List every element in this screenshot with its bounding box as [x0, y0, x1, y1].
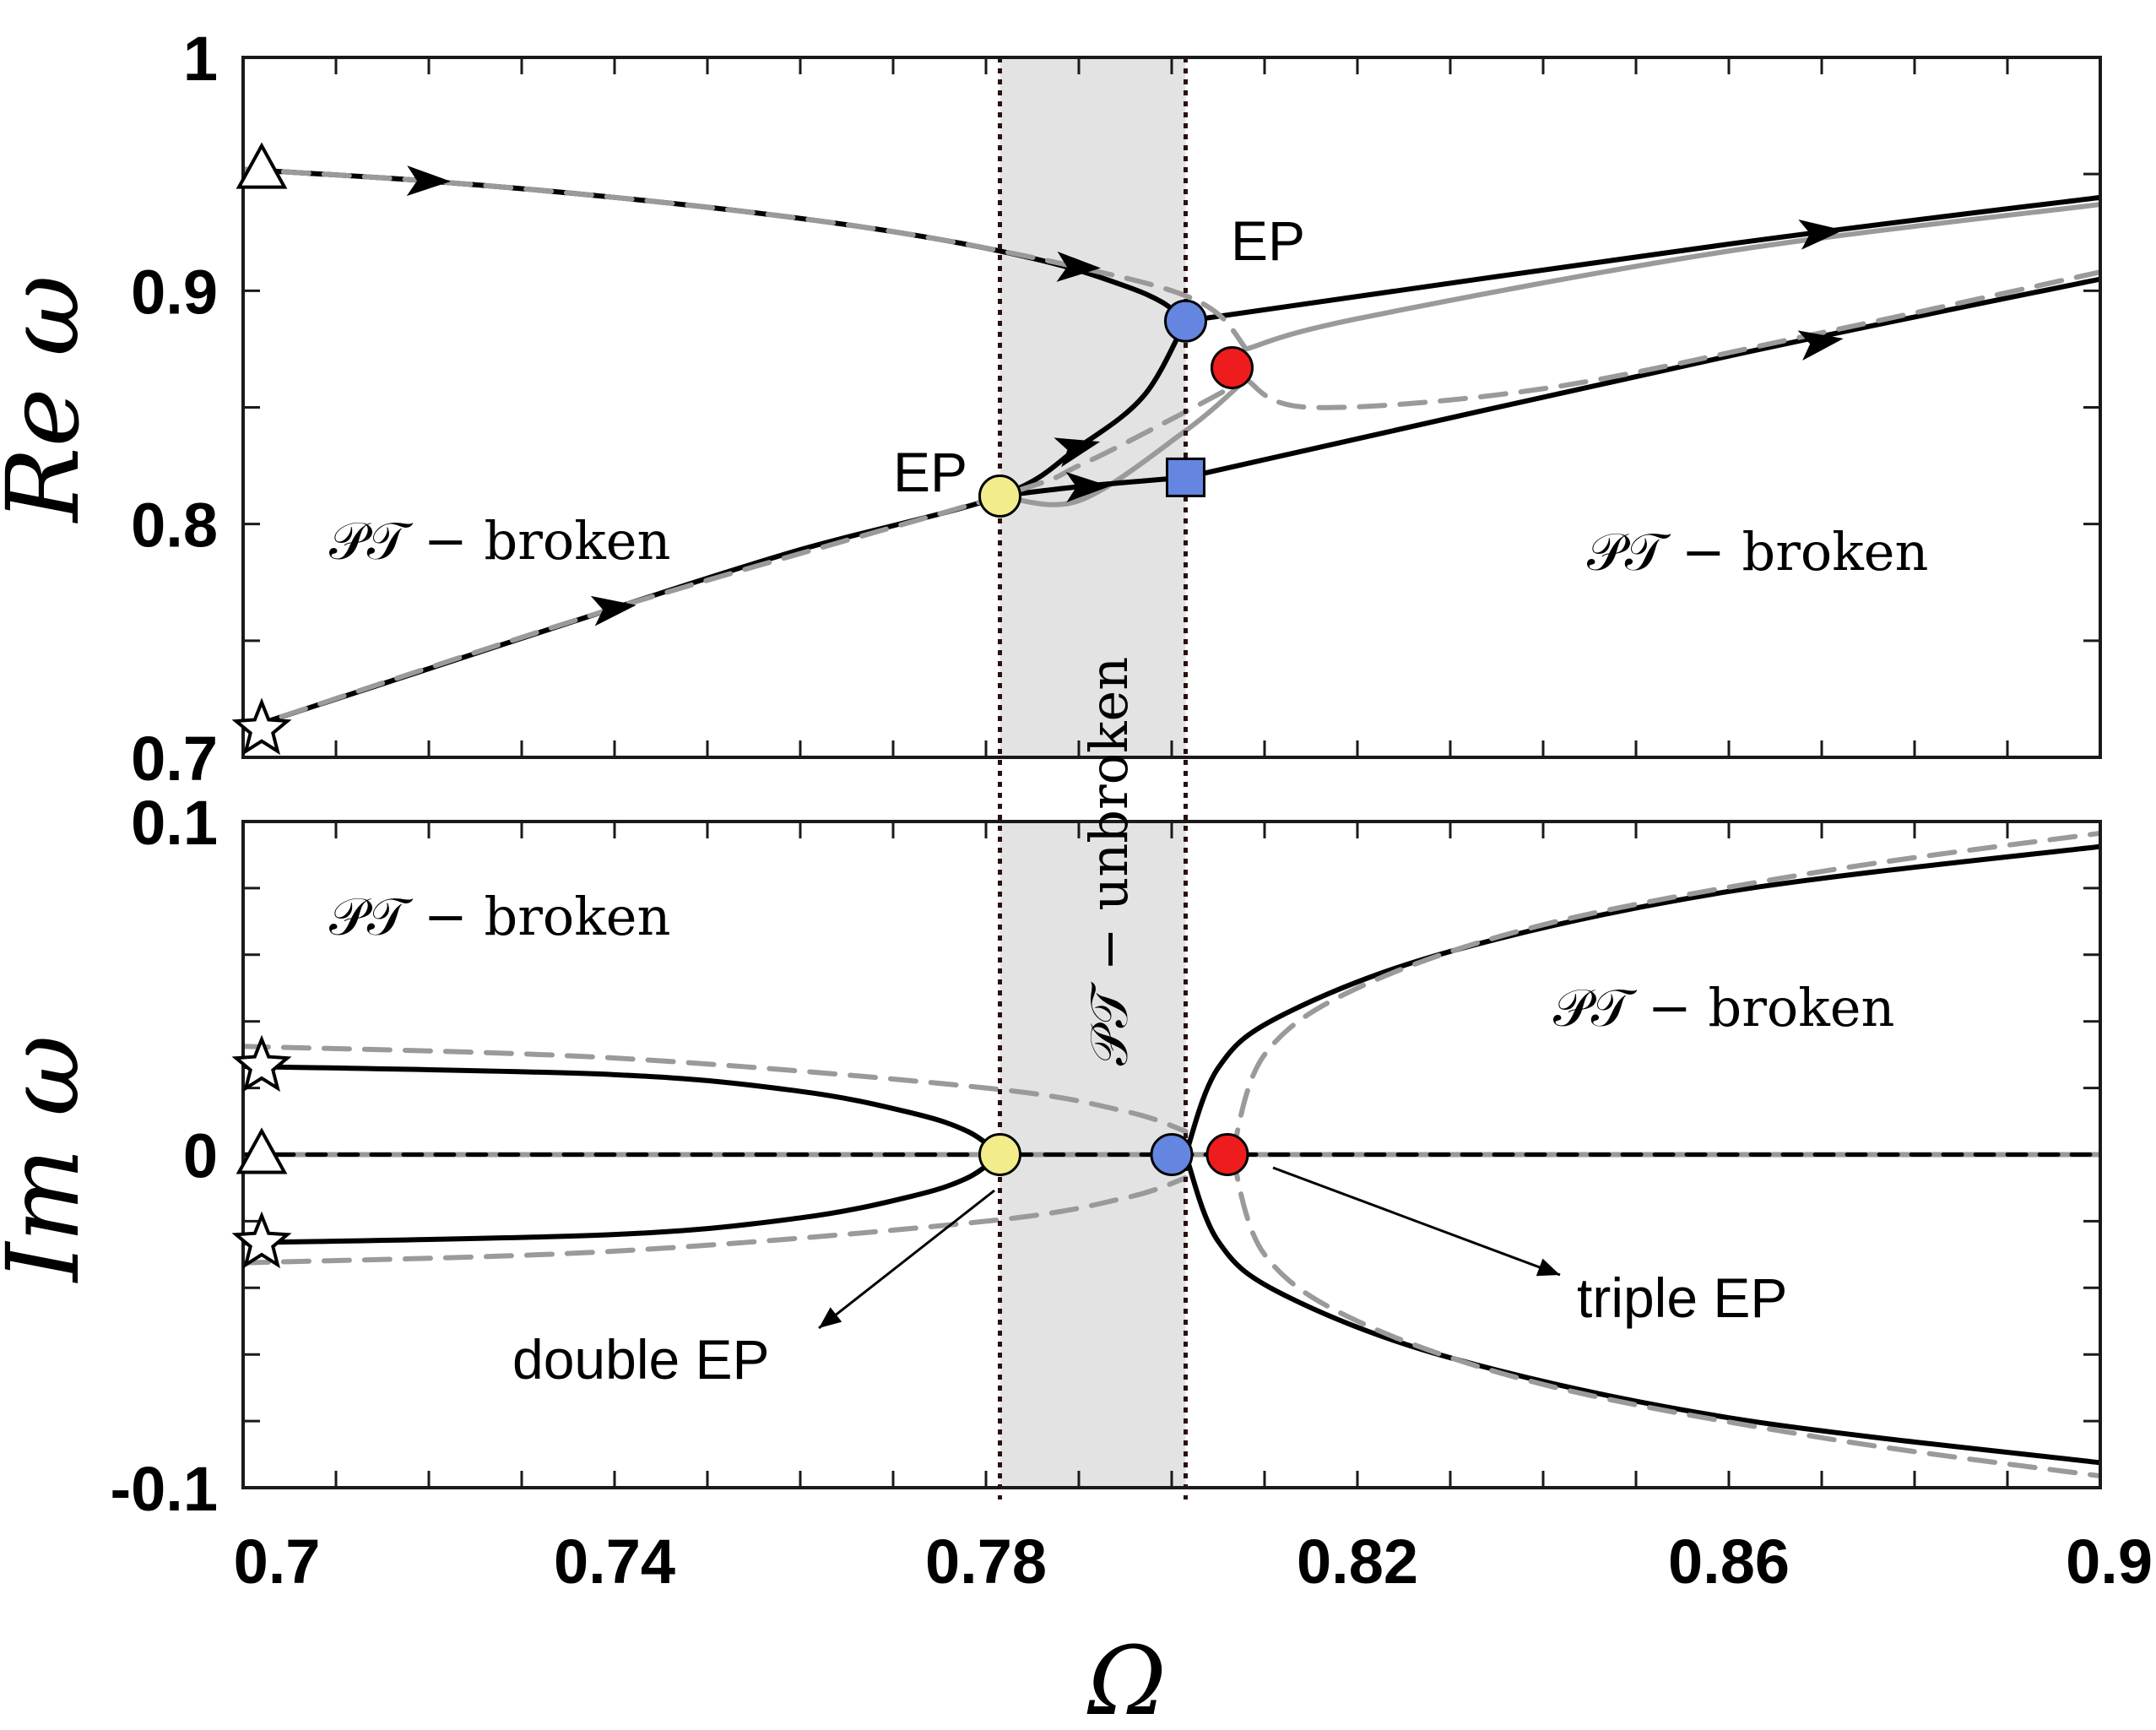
y-tick-label: 0.7 — [131, 724, 218, 794]
top-right-region-label: 𝒫𝒯 − broken — [1587, 521, 1928, 583]
series-line-black-solid — [1183, 276, 2100, 480]
flow-arrow — [1054, 437, 1101, 468]
flow-arrow — [1797, 330, 1844, 361]
series-line-black-solid — [243, 1152, 1003, 1246]
top-panel-frame — [241, 56, 2102, 759]
triangle-marker — [236, 1127, 288, 1174]
y-tick-label: -0.1 — [110, 1454, 218, 1524]
bottom-right-region-label: 𝒫𝒯 − broken — [1553, 977, 1894, 1039]
series-line-gray-dashed — [243, 166, 1249, 352]
series-line-black-solid — [1183, 194, 2100, 324]
series-line-black-solid — [1183, 1152, 2100, 1466]
y-tick-label: 0.1 — [131, 788, 218, 858]
flow-arrows — [406, 165, 1844, 626]
series-line-gray-dashed — [243, 1175, 1189, 1266]
ep-label-lower: EP — [893, 441, 967, 503]
star-marker — [231, 1211, 292, 1269]
top-left-region-label: 𝒫𝒯 − broken — [329, 510, 670, 572]
series-line-black-solid — [243, 318, 1189, 732]
double-ep-arrow — [818, 1189, 995, 1330]
star-marker — [231, 697, 292, 756]
double-ep-arrow-head — [819, 1307, 842, 1328]
ep-label-upper: EP — [1231, 209, 1305, 272]
x-tick-label: 0.86 — [1668, 1527, 1790, 1597]
y-tick-label: 1 — [183, 24, 218, 94]
x-tick-label: 0.74 — [554, 1527, 675, 1597]
ep-marker — [1205, 1133, 1249, 1176]
series-line-gray-dashed — [243, 1044, 1189, 1134]
flow-arrow — [590, 595, 637, 626]
annotation-arrows — [818, 1166, 1561, 1330]
triangle-marker — [236, 142, 288, 189]
x-tick-label: 0.7 — [234, 1527, 321, 1597]
flow-arrow — [1065, 471, 1110, 502]
triple-ep-arrow-head — [1536, 1258, 1560, 1277]
ep-marker — [978, 1133, 1021, 1176]
series-line-gray-dashed — [1229, 1152, 2100, 1479]
unbroken-region-label: 𝒫𝒯 − unbroken — [1078, 657, 1140, 1066]
series-line-gray-dashed — [243, 377, 1249, 732]
ep-marker — [978, 475, 1021, 518]
series-line-gray-dashed — [1229, 830, 2100, 1158]
double-ep-label: double EP — [512, 1328, 770, 1391]
x-axis-label: Ω — [1086, 1627, 1167, 1730]
bottom-panel-frame — [241, 820, 2102, 1489]
series-line-gray-dashed — [1243, 269, 2100, 410]
x-tick-label: 0.82 — [1297, 1527, 1418, 1597]
unbroken-band-top — [999, 57, 1186, 757]
series-line-black-solid — [243, 1063, 1003, 1158]
series-line-gray-solid — [1243, 202, 2100, 352]
top-panel-series — [243, 166, 2100, 732]
flow-arrow — [1798, 219, 1844, 250]
series-line-black-solid — [1183, 843, 2100, 1158]
markers — [231, 142, 1254, 1269]
x-tick-label: 0.78 — [925, 1527, 1047, 1597]
triple-ep-label: triple EP — [1577, 1266, 1787, 1329]
flow-arrow — [406, 165, 451, 197]
series-line-gray-solid — [997, 377, 1249, 507]
bottom-y-axis-label: Im ω — [0, 1035, 101, 1283]
flow-arrow — [1056, 251, 1101, 282]
square-marker — [1166, 457, 1205, 497]
y-tick-label: 0.9 — [131, 257, 218, 327]
ep-marker — [1164, 299, 1207, 343]
star-marker — [231, 1034, 292, 1093]
bottom-left-region-label: 𝒫𝒯 − broken — [329, 886, 670, 947]
y-tick-label: 0.8 — [131, 491, 218, 561]
top-y-axis-label: Re ω — [0, 275, 101, 523]
ep-marker — [1211, 346, 1254, 390]
ep-marker — [1150, 1133, 1194, 1176]
y-tick-label: 0 — [183, 1121, 218, 1191]
x-tick-label: 0.9 — [2066, 1527, 2153, 1597]
triple-ep-arrow — [1272, 1166, 1561, 1277]
